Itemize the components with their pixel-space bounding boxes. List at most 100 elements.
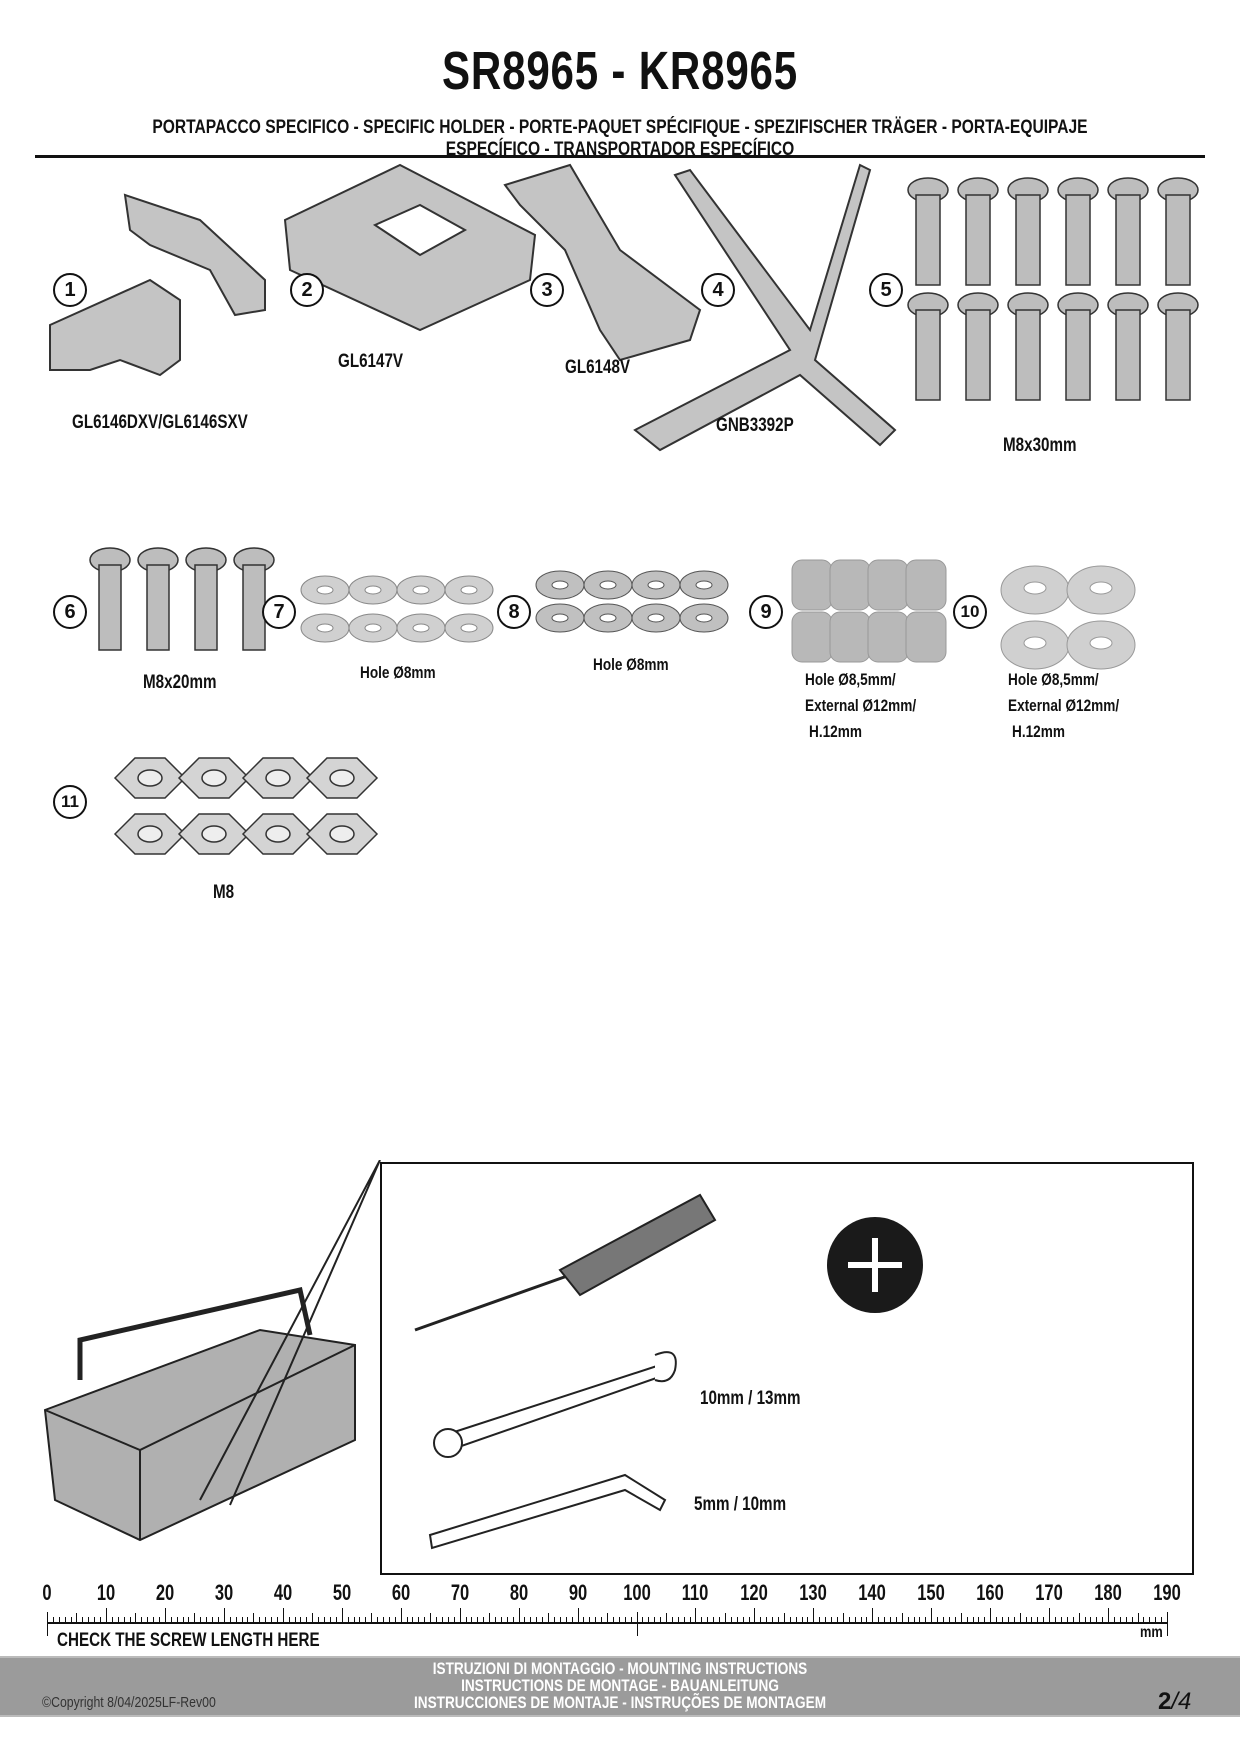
- ruler-tick: [660, 1617, 662, 1622]
- ruler-tick: [359, 1617, 361, 1622]
- washers-part-10: [1000, 565, 1136, 670]
- ruler-tick: [1072, 1617, 1074, 1622]
- ruler-tick: [436, 1617, 438, 1622]
- ruler-tick: [595, 1617, 597, 1622]
- ruler-tick: [819, 1617, 821, 1622]
- ruler-tick: [247, 1617, 249, 1622]
- ruler-tick: [719, 1617, 721, 1622]
- ruler-tick: [1037, 1617, 1039, 1622]
- ruler-tick: [471, 1617, 473, 1622]
- page-current: 2: [1158, 1688, 1172, 1715]
- ruler-tick: [329, 1617, 331, 1622]
- page-number: 2/4: [1158, 1688, 1191, 1716]
- ruler-tick: [760, 1617, 762, 1622]
- ruler-tick: [565, 1617, 567, 1622]
- ruler-tick: [860, 1617, 862, 1622]
- ruler-tick: [141, 1617, 143, 1622]
- ruler-tick: [1007, 1617, 1009, 1622]
- ruler-tick: [1125, 1617, 1127, 1622]
- ruler-tick: [754, 1608, 756, 1622]
- spec-line: H.12mm: [809, 722, 862, 741]
- ruler-tick: [135, 1613, 137, 1622]
- ruler-tick: [253, 1613, 255, 1622]
- ruler-number: 130: [799, 1580, 828, 1605]
- ruler-tick: [736, 1617, 738, 1622]
- ruler-tick: [878, 1617, 880, 1622]
- ruler-tick: [1031, 1617, 1033, 1622]
- ruler-tick: [825, 1617, 827, 1622]
- ruler-tick: [571, 1617, 573, 1622]
- part-number-11: 11: [53, 785, 87, 819]
- ruler-tick: [654, 1617, 656, 1622]
- ruler-tick: [70, 1617, 72, 1622]
- ruler-tick: [300, 1617, 302, 1622]
- footer-line: INSTRUCCIONES DE MONTAJE - INSTRUÇÕES DE…: [413, 1693, 827, 1712]
- ruler-tick: [612, 1617, 614, 1622]
- ruler-tick: [901, 1613, 903, 1622]
- ruler-tick: [559, 1617, 561, 1622]
- part-number-10: 10: [953, 595, 987, 629]
- ruler-tick: [271, 1617, 272, 1622]
- ruler-tick: [966, 1617, 968, 1622]
- bolts-part-6: [89, 547, 275, 651]
- spec-line: H.12mm: [1012, 722, 1065, 741]
- ruler-tick: [642, 1617, 644, 1622]
- ruler-number: 60: [391, 1580, 410, 1605]
- ruler-tick: [223, 1608, 225, 1622]
- ruler-tick: [1167, 1612, 1169, 1636]
- ruler-tick: [789, 1617, 791, 1622]
- ruler-tick: [742, 1617, 744, 1622]
- ruler-tick: [866, 1617, 868, 1622]
- ruler-tick: [530, 1617, 532, 1622]
- ruler-tick: [341, 1608, 343, 1622]
- ruler-tick: [312, 1613, 314, 1622]
- lock-washers-part-8: [535, 570, 729, 633]
- ruler-tick: [276, 1617, 278, 1622]
- ruler-number: 100: [622, 1580, 651, 1605]
- spacers-part-9: [791, 559, 947, 663]
- ruler-tick: [477, 1617, 479, 1622]
- ruler-tick: [447, 1617, 449, 1622]
- ruler-tick: [430, 1613, 432, 1622]
- ruler-tick: [1137, 1613, 1139, 1622]
- ruler-tick: [648, 1617, 650, 1622]
- ruler-tick: [954, 1617, 956, 1622]
- ruler-tick: [536, 1617, 538, 1622]
- ruler-tick: [412, 1617, 414, 1622]
- ruler-tick: [506, 1617, 508, 1622]
- ruler-tick: [748, 1617, 750, 1622]
- ruler-tick: [665, 1613, 667, 1622]
- ruler-tick: [465, 1617, 467, 1622]
- toolbox-icon: [43, 1287, 356, 1542]
- ruler-tick: [1149, 1617, 1151, 1622]
- ruler-tick: [1019, 1613, 1021, 1622]
- ruler-tick: [111, 1617, 113, 1622]
- ruler-tick: [724, 1613, 726, 1622]
- ruler-tick: [58, 1617, 60, 1622]
- ruler-tick: [518, 1608, 520, 1622]
- ruler-tick: [235, 1617, 237, 1622]
- holder-part-3: [503, 163, 702, 362]
- ruler-tick: [377, 1617, 379, 1622]
- allen-size-label: 5mm / 10mm: [694, 1494, 787, 1515]
- ruler-tick: [1025, 1617, 1027, 1622]
- ruler-tick: [948, 1617, 950, 1622]
- ruler-tick: [766, 1617, 768, 1622]
- ruler-tick: [206, 1617, 208, 1622]
- part-number-3: 3: [530, 273, 564, 307]
- ruler-tick: [495, 1617, 497, 1622]
- ruler-tick: [383, 1617, 384, 1622]
- ruler-tick: [170, 1617, 172, 1622]
- ruler-tick: [542, 1617, 544, 1622]
- ruler-tick: [123, 1617, 125, 1622]
- part-number-2: 2: [290, 273, 324, 307]
- ruler-tick: [683, 1617, 685, 1622]
- part-number-1: 1: [53, 273, 87, 307]
- ruler-tick: [100, 1617, 102, 1622]
- ruler-tick: [1090, 1617, 1092, 1622]
- ruler-tick: [854, 1617, 856, 1622]
- ruler-tick: [176, 1617, 178, 1622]
- tools-box: [380, 1162, 1194, 1575]
- ruler-tick: [217, 1617, 219, 1622]
- ruler-tick: [913, 1617, 915, 1622]
